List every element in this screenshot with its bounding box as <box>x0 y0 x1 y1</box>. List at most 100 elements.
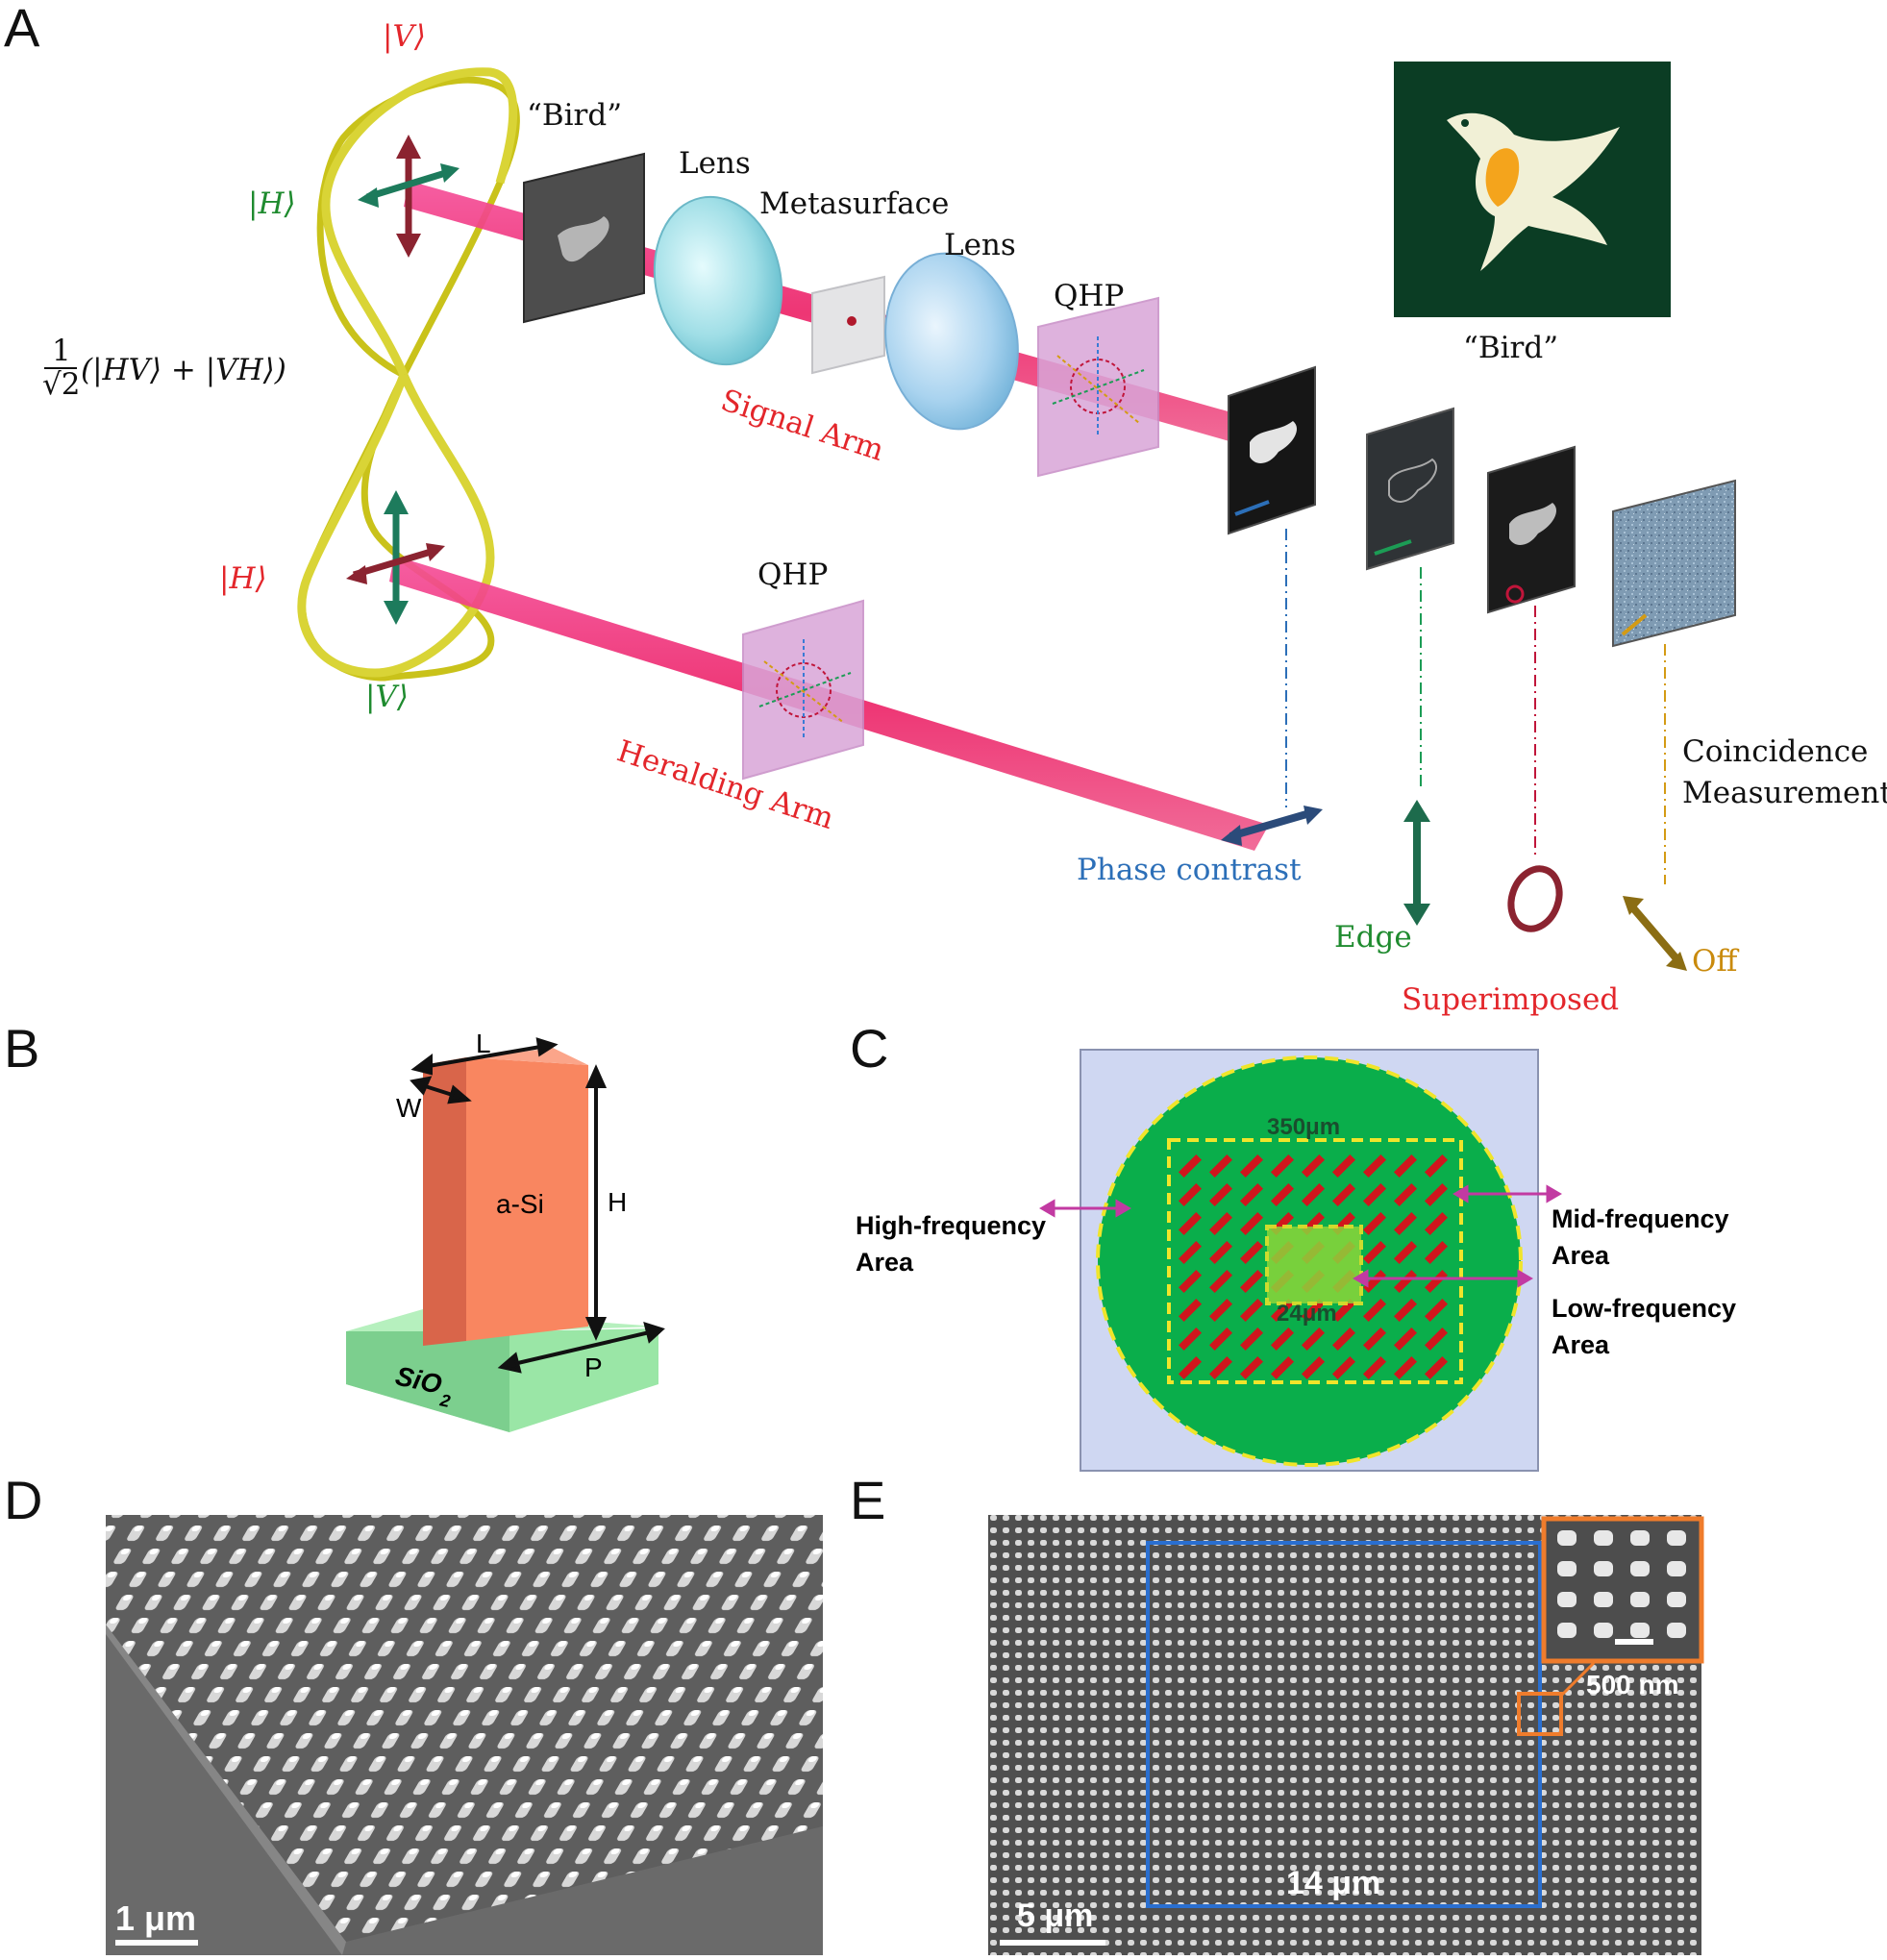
size-inner: 24μm <box>1277 1301 1337 1327</box>
c-rod <box>1270 1154 1295 1178</box>
c-rod <box>1362 1182 1387 1207</box>
c-rod <box>1424 1154 1449 1178</box>
c-rod <box>1178 1327 1203 1352</box>
dim-h: H <box>608 1187 627 1217</box>
phase-contrast-arrow <box>1221 806 1323 846</box>
c-rod <box>1301 1355 1326 1380</box>
pillar <box>423 1048 588 1346</box>
mid-frequency-line2: Area <box>1552 1241 1610 1270</box>
inset-pillar <box>1630 1561 1650 1576</box>
c-rod <box>1331 1154 1356 1178</box>
low-frequency-area <box>1265 1225 1363 1305</box>
c-rod <box>1178 1355 1203 1380</box>
output-superimposed-image <box>1487 445 1576 614</box>
panel-d-label: D <box>4 1470 42 1530</box>
c-rod <box>1301 1327 1326 1352</box>
sem-e-orange-box <box>1517 1692 1563 1736</box>
mid-frequency-line1: Mid-frequency <box>1552 1204 1729 1233</box>
c-rod <box>1239 1327 1264 1352</box>
c-rod <box>1393 1269 1418 1294</box>
metasurface-plate <box>811 275 885 375</box>
sem-d-scale: 1 μm <box>115 1898 196 1938</box>
c-rod <box>1424 1240 1449 1265</box>
c-rod <box>1178 1154 1203 1178</box>
c-rod <box>1208 1298 1233 1323</box>
polarization-arrows-signal <box>358 135 459 258</box>
edge-label: Edge <box>1334 920 1412 955</box>
panel-c-label: C <box>850 1018 888 1079</box>
c-rod <box>1208 1182 1233 1207</box>
c-rod <box>1331 1355 1356 1380</box>
superimposed-circle <box>1507 865 1563 932</box>
coincidence-line1: Coincidence <box>1682 734 1868 769</box>
lens-2 <box>884 252 1019 431</box>
inset-pillar <box>1667 1592 1686 1607</box>
state-frac-den: √2 <box>42 367 80 402</box>
sem-e-inset <box>1541 1516 1704 1664</box>
dim-l: L <box>476 1029 491 1058</box>
coincidence-line2: Measurement <box>1682 776 1887 810</box>
c-rod <box>1270 1298 1295 1323</box>
polarization-arrows-herald <box>346 490 445 625</box>
entanglement-loop-top <box>321 67 518 377</box>
c-rod <box>1208 1240 1233 1265</box>
c-rod <box>1424 1211 1449 1236</box>
c-rod <box>1393 1240 1418 1265</box>
bird-object-label: “Bird” <box>527 98 622 133</box>
bird-object-silhouette <box>558 216 609 262</box>
c-rod <box>1362 1298 1387 1323</box>
ket-h-bottom: |H⟩ <box>219 561 267 596</box>
sem-e-inset-scale: 500 nm <box>1586 1670 1679 1699</box>
c-rod <box>1301 1182 1326 1207</box>
inset-pillar <box>1557 1592 1577 1607</box>
lens-2-label: Lens <box>944 228 1016 262</box>
high-frequency-line2: Area <box>856 1248 914 1277</box>
sem-e-box-size: 14 μm <box>1286 1865 1380 1901</box>
off-arrow <box>1623 896 1687 971</box>
panel-a-label: A <box>4 0 40 58</box>
inset-pillar <box>1557 1561 1577 1576</box>
panel-b-label: B <box>4 1018 39 1079</box>
c-rod <box>1208 1327 1233 1352</box>
c-rod <box>1424 1355 1449 1380</box>
sem-d-scalebar <box>115 1940 198 1946</box>
c-rod <box>1208 1154 1233 1178</box>
c-rod <box>1362 1240 1387 1265</box>
edge-arrow <box>1403 800 1430 926</box>
panel-e-label: E <box>850 1470 885 1530</box>
inset-pillar <box>1630 1530 1650 1546</box>
low-frequency-line1: Low-frequency <box>1552 1294 1736 1323</box>
inset-pillar <box>1630 1623 1650 1638</box>
inset-pillar <box>1557 1530 1577 1546</box>
c-rod <box>1208 1355 1233 1380</box>
superimposed-label: Superimposed <box>1402 982 1619 1017</box>
c-rod <box>1178 1298 1203 1323</box>
high-frequency-line1: High-frequency <box>856 1211 1046 1240</box>
substrate-subscript: 2 <box>437 1390 452 1411</box>
qhp-signal-pattern <box>1052 336 1145 437</box>
lens-1-label: Lens <box>679 146 751 181</box>
ket-v-bottom: |V⟩ <box>365 680 409 714</box>
sem-d-edge-shadow <box>106 1625 346 1955</box>
inset-pillar <box>1667 1530 1686 1546</box>
qhp-herald-label: QHP <box>757 558 828 592</box>
c-rod <box>1239 1211 1264 1236</box>
inset-pillar <box>1594 1623 1613 1638</box>
ket-h-top: |H⟩ <box>248 186 296 221</box>
c-rod <box>1362 1327 1387 1352</box>
c-rod <box>1362 1355 1387 1380</box>
c-rod <box>1331 1182 1356 1207</box>
c-rod <box>1424 1327 1449 1352</box>
c-rod <box>1301 1154 1326 1178</box>
state-frac-num: 1 <box>52 334 71 368</box>
c-rod <box>1239 1298 1264 1323</box>
c-rod <box>1393 1154 1418 1178</box>
c-rod <box>1393 1327 1418 1352</box>
c-rod <box>1331 1327 1356 1352</box>
inset-pillar <box>1594 1561 1613 1576</box>
bird-reference-drawing <box>1447 112 1620 272</box>
qhp-signal-label: QHP <box>1054 279 1124 313</box>
output-edge-image <box>1366 407 1454 571</box>
c-rod <box>1270 1182 1295 1207</box>
c-rod <box>1301 1298 1326 1323</box>
